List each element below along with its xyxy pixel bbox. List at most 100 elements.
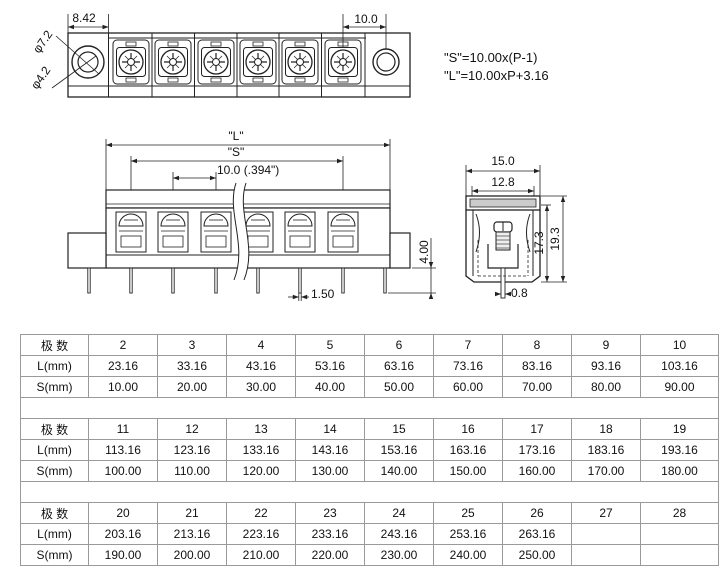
leader-line xyxy=(51,55,97,89)
clamp-ear xyxy=(125,77,137,83)
right-mount-hole-inner xyxy=(376,52,396,72)
terminal-pocket xyxy=(197,39,235,85)
table-cell-s: 200.00 xyxy=(157,544,227,566)
front-view xyxy=(67,139,436,301)
solder-pin xyxy=(383,267,387,294)
table-cell-l: 173.16 xyxy=(502,439,572,461)
dimension-arrowhead xyxy=(560,196,566,202)
clamp-ear xyxy=(125,41,137,47)
right-mount-flange xyxy=(389,232,411,269)
table-cell-poles: 2 xyxy=(88,334,158,356)
solder-pin xyxy=(129,267,133,294)
table-cell-s: 50.00 xyxy=(364,376,434,398)
dimension-arrowhead xyxy=(528,188,534,194)
side-pin xyxy=(500,267,506,299)
solder-pin xyxy=(214,267,218,294)
table-cell-s: 40.00 xyxy=(295,376,365,398)
table-cell-poles: 22 xyxy=(226,502,296,524)
terminal-window xyxy=(115,211,147,253)
clamp-plate xyxy=(332,235,354,248)
table-cell-l: 103.16 xyxy=(640,355,719,377)
cover-groove xyxy=(469,198,537,208)
dia-inner-label: φ4.2 xyxy=(28,63,54,91)
table-cell-l: 163.16 xyxy=(433,439,503,461)
clamp-frame xyxy=(243,47,273,77)
table-cell-poles: 26 xyxy=(502,502,572,524)
left-mount-hole-inner xyxy=(77,51,99,73)
clamp-ear xyxy=(167,41,179,47)
table-cell-s xyxy=(640,544,719,566)
table-cell-l: 253.16 xyxy=(433,523,503,545)
table-row-label: 极 数 xyxy=(20,418,89,440)
table-cell-poles: 20 xyxy=(88,502,158,524)
table-cell-s: 230.00 xyxy=(364,544,434,566)
table-cell-l: 183.16 xyxy=(571,439,641,461)
table-row-label: S(mm) xyxy=(20,544,89,566)
table-cell-poles: 8 xyxy=(502,334,572,356)
table-cell-poles: 15 xyxy=(364,418,434,440)
break-gap xyxy=(233,183,249,280)
table-cell-l: 193.16 xyxy=(640,439,719,461)
table-cell-poles: 11 xyxy=(88,418,158,440)
table-cell-poles: 5 xyxy=(295,334,365,356)
dimension-arrowhead xyxy=(560,276,566,282)
dimension-arrowhead xyxy=(505,291,511,297)
table-cell-s: 180.00 xyxy=(640,460,719,482)
clamp-ear xyxy=(210,77,222,83)
dimension-arrowhead xyxy=(337,158,343,164)
terminal-window xyxy=(327,211,359,253)
table-cell-l: 83.16 xyxy=(502,355,572,377)
table-cell-s: 10.00 xyxy=(88,376,158,398)
table-cell-poles: 21 xyxy=(157,502,227,524)
clamp-ear xyxy=(294,41,306,47)
table-cell-s: 100.00 xyxy=(88,460,158,482)
table-cell-l xyxy=(571,523,641,545)
table-cell-l: 143.16 xyxy=(295,439,365,461)
table-cell-s: 110.00 xyxy=(157,460,227,482)
clamp-plate xyxy=(289,235,311,248)
terminal-pocket xyxy=(239,39,277,85)
table-cell-poles: 16 xyxy=(433,418,503,440)
clamp-frame xyxy=(285,47,315,77)
dim-s-label: "S" xyxy=(228,145,245,159)
table-cell-poles: 9 xyxy=(571,334,641,356)
clamp-ear xyxy=(167,77,179,83)
dim-pin-width-label: 1.50 xyxy=(311,287,335,301)
screw-center xyxy=(169,58,177,66)
table-cell-s: 20.00 xyxy=(157,376,227,398)
top-view xyxy=(51,14,411,98)
solder-pin xyxy=(87,267,91,294)
front-top-cover xyxy=(105,189,391,209)
table-row-label: L(mm) xyxy=(20,523,89,545)
dim-pin-length-label: 4.00 xyxy=(417,240,431,264)
table-cell-poles: 3 xyxy=(157,334,227,356)
table-row-label: S(mm) xyxy=(20,460,89,482)
dim-total-height-label: 19.3 xyxy=(548,227,562,251)
table-cell-l: 63.16 xyxy=(364,355,434,377)
solder-pin xyxy=(298,267,302,294)
table-cell-l: 23.16 xyxy=(88,355,158,377)
dimension-arrowhead xyxy=(544,276,550,282)
side-screw-body xyxy=(495,231,511,251)
table-cell-poles: 28 xyxy=(640,502,719,524)
table-spacer-cell xyxy=(20,481,719,503)
table-cell-l: 243.16 xyxy=(364,523,434,545)
table-cell-poles: 14 xyxy=(295,418,365,440)
dim-body-height-label: 17.3 xyxy=(532,231,546,255)
terminal-pocket xyxy=(112,39,150,85)
table-row-label: S(mm) xyxy=(20,376,89,398)
dimension-arrowhead xyxy=(68,24,74,30)
dim-top-pitch-label: 10.0 xyxy=(354,12,378,26)
table-cell-l: 233.16 xyxy=(295,523,365,545)
table-cell-s: 90.00 xyxy=(640,376,719,398)
clamp-ear xyxy=(294,77,306,83)
solder-pin xyxy=(341,267,345,294)
dimension-arrowhead xyxy=(380,24,386,30)
clamp-plate xyxy=(205,235,227,248)
